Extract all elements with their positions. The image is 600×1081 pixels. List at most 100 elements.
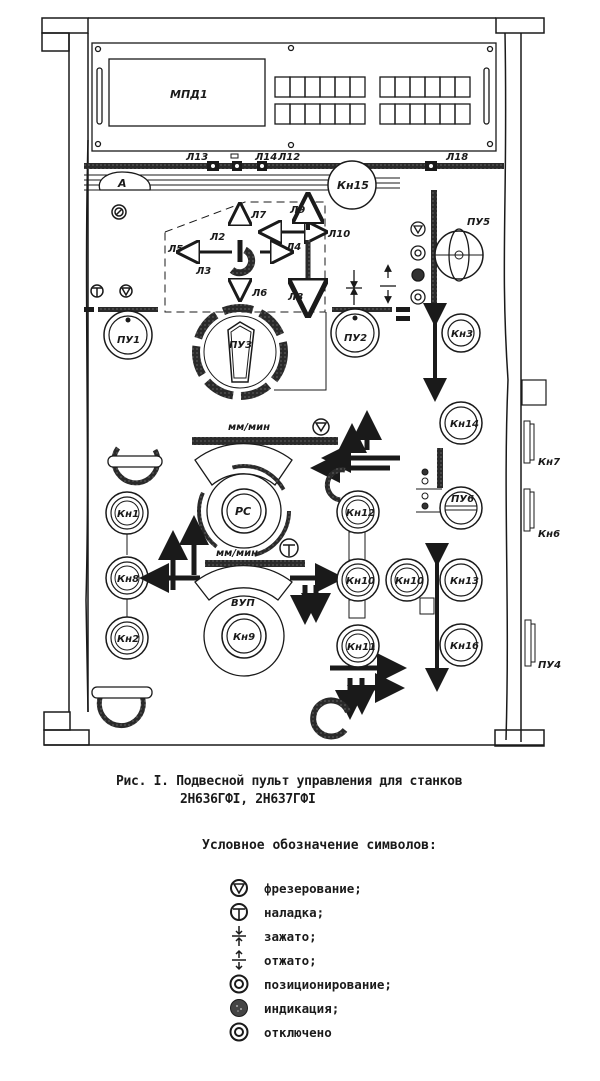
switch-pu5[interactable]: ПУ5 [434, 217, 490, 282]
lamp-l3-label: Л3 [195, 266, 211, 277]
display-digit-cell [409, 76, 426, 98]
button-kn8[interactable]: Кн8 [105, 556, 149, 600]
display-digit-cell [349, 103, 366, 125]
lamp-l13-label: Л13 [185, 152, 208, 163]
svg-text:Кн6: Кн6 [538, 529, 560, 540]
display-digit-cell [334, 76, 351, 98]
panel-frame [41, 17, 545, 747]
positioning-icon [229, 974, 249, 994]
switch-pu1[interactable]: ПУ1 [103, 310, 153, 360]
legend-item: индикация; [228, 996, 392, 1020]
mpd1-screen [108, 58, 266, 127]
switch-pu6[interactable]: ПУ6 [439, 486, 483, 530]
svg-text:Кн10: Кн10 [346, 576, 375, 587]
legend-item: отключено [228, 1020, 392, 1044]
svg-text:Кн12: Кн12 [346, 508, 375, 519]
mode-selector-region: Л7 Л2 Л5 Л3 Л4 Л6 Л8 Л9 Л10 [164, 202, 350, 312]
svg-text:Кн7: Кн7 [538, 457, 560, 468]
lamp-l6-label: Л6 [251, 288, 267, 299]
milling-symbol-icon [312, 418, 330, 436]
display-digit-cell [349, 76, 366, 98]
legend-item: позиционирование; [228, 972, 392, 996]
clamp-unclamp-icons [346, 264, 396, 305]
display-digit-cell [424, 76, 441, 98]
milling-indicator-icon [90, 284, 133, 298]
svg-text:Кн1: Кн1 [117, 509, 139, 520]
button-kn2[interactable]: Кн2 [105, 616, 149, 660]
svg-text:Кн15: Кн15 [337, 179, 369, 192]
display-digit-cell [274, 103, 291, 125]
vup-label: ВУП [231, 598, 255, 609]
lamp-l14 [230, 153, 242, 171]
clamped-icon [232, 926, 246, 946]
button-kn11[interactable]: Кн11 [336, 624, 380, 668]
lamp-l2-label: Л2 [209, 232, 225, 243]
button-kn14[interactable]: Кн14 [439, 401, 483, 445]
display-digit-cell [439, 76, 456, 98]
milling-icon [230, 879, 248, 897]
mpd1-label: МПД1 [170, 88, 208, 101]
svg-text:Кн2: Кн2 [117, 634, 139, 645]
display-digit-cell [454, 76, 471, 98]
feed-unit-label: мм/мин [228, 422, 270, 433]
svg-text:Кн10: Кн10 [395, 576, 424, 587]
button-kn3[interactable]: Кн3 [441, 313, 481, 353]
lever-lower[interactable] [91, 686, 153, 729]
svg-text:Кн8: Кн8 [117, 574, 139, 585]
button-kn1[interactable]: Кн1 [105, 491, 149, 535]
svg-text:А: А [117, 177, 127, 190]
side-switch-pu4[interactable]: ПУ4 [524, 619, 561, 671]
display-digit-cell [424, 103, 441, 125]
setup-symbol-icon [279, 538, 299, 558]
lamp-l12 [257, 161, 267, 171]
display-digit-cell [439, 103, 456, 125]
side-button-kn6[interactable]: Кн6 [523, 488, 560, 540]
switch-pu3[interactable]: ПУ3 [192, 304, 327, 400]
display-digit-cell [379, 103, 396, 125]
symbol-legend: фрезерование; наладка; зажато; отжато; п… [228, 876, 392, 1044]
display-digit-cell [319, 103, 336, 125]
legend-item: фрезерование; [228, 876, 392, 900]
side-button-kn7[interactable]: Кн7 [523, 420, 560, 468]
lamp-l18 [425, 161, 437, 171]
svg-text:РС: РС [235, 505, 251, 518]
button-kn16[interactable]: Кн16 [439, 623, 483, 667]
button-kn15-top[interactable]: Кн15 [327, 160, 377, 210]
lamp-l12-label: Л12 [277, 152, 300, 163]
lamp-l8-label: Л8 [287, 292, 303, 303]
legend-item: зажато; [228, 924, 392, 948]
display-digit-cell [274, 76, 291, 98]
svg-text:Кн16: Кн16 [450, 641, 479, 652]
caption-line-1: Рис. I. Подвесной пульт управления для с… [116, 774, 463, 789]
display-digit-cell [304, 103, 321, 125]
legend-title: Условное обозначение символов: [202, 838, 437, 853]
unclamped-icon [232, 949, 246, 971]
svg-text:ПУ1: ПУ1 [117, 335, 140, 346]
feed-dial-rs[interactable]: РС [197, 464, 291, 558]
svg-text:Кн13: Кн13 [450, 576, 479, 587]
svg-text:Кн14: Кн14 [450, 419, 479, 430]
svg-text:ПУ5: ПУ5 [467, 217, 490, 228]
lamp-l18-label: Л18 [445, 152, 468, 163]
svg-text:ПУ2: ПУ2 [344, 333, 367, 344]
display-digit-cell [379, 76, 396, 98]
button-kn10-b[interactable]: Кн10 [385, 558, 429, 602]
indication-icon [230, 999, 248, 1017]
svg-text:Кн9: Кн9 [233, 632, 255, 643]
svg-text:Кн11: Кн11 [347, 642, 376, 653]
display-digit-cell [409, 103, 426, 125]
lamp-l9-label: Л9 [289, 205, 305, 216]
display-digit-cell [289, 76, 306, 98]
lever-upper[interactable] [107, 446, 163, 486]
display-module [91, 42, 497, 152]
rapid-dial-kn9[interactable]: Кн9 ВУП [203, 595, 285, 677]
button-kn13[interactable]: Кн13 [439, 558, 483, 602]
svg-text:ПУ6: ПУ6 [451, 494, 474, 505]
setup-icon [230, 903, 248, 921]
switch-pu2[interactable]: ПУ2 [330, 308, 380, 358]
ammeter: А [98, 171, 151, 191]
control-panel-drawing: МПД1 Л13 Л14 Л12 Л18 А Кн15 [41, 17, 561, 747]
button-kn12[interactable]: Кн12 [336, 490, 380, 534]
button-kn10-a[interactable]: Кн10 [336, 558, 380, 602]
display-digit-cell [289, 103, 306, 125]
